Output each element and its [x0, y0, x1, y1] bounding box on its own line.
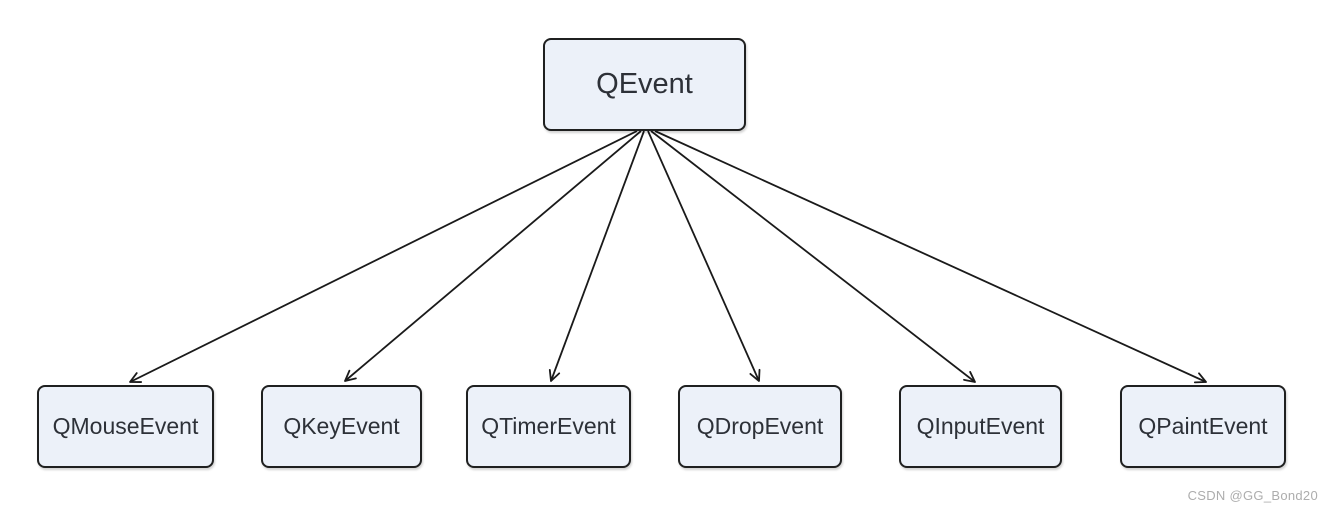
arrow-qevent-to-qinputevent: [650, 130, 976, 383]
node-qtimerevent-label: QTimerEvent: [481, 413, 616, 439]
arrow-qevent-to-qpaintevent: [654, 130, 1207, 384]
node-qdropevent-label: QDropEvent: [696, 413, 824, 439]
arrow-qevent-to-qdropevent: [647, 130, 761, 382]
node-qkeyevent: QKeyEvent: [261, 385, 422, 468]
node-qevent: QEvent: [543, 38, 746, 131]
arrow-qevent-to-qtimerevent: [548, 130, 645, 382]
node-qdropevent: QDropEvent: [678, 385, 842, 468]
arrow-qevent-to-qmouseevent: [129, 130, 638, 383]
csdn-watermark: CSDN @GG_Bond20: [1187, 488, 1318, 503]
node-qevent-label: QEvent: [596, 68, 693, 100]
node-qtimerevent: QTimerEvent: [466, 385, 631, 468]
arrow-qevent-to-qkeyevent: [344, 130, 642, 382]
node-qmouseevent-label: QMouseEvent: [52, 413, 199, 439]
node-qmouseevent: QMouseEvent: [37, 385, 214, 468]
node-qinputevent: QInputEvent: [899, 385, 1062, 468]
node-qpaintevent: QPaintEvent: [1120, 385, 1286, 468]
node-qkeyevent-label: QKeyEvent: [283, 413, 400, 439]
node-qinputevent-label: QInputEvent: [916, 413, 1045, 439]
node-qpaintevent-label: QPaintEvent: [1138, 413, 1268, 439]
